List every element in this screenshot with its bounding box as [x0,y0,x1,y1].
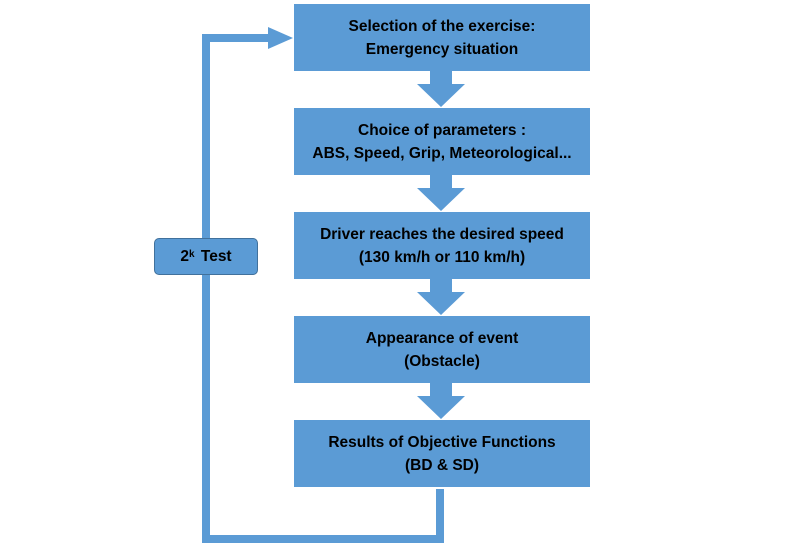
down-arrow-3 [417,279,465,315]
step-title: Driver reaches the desired speed [320,225,564,243]
down-arrow-4 [417,383,465,419]
feedback-loop-line [202,34,444,543]
step-detail: Emergency situation [365,40,519,58]
step-objective-results: Results of Objective Functions (BD & SD) [294,420,590,487]
feedback-loop-arrowhead [268,27,293,49]
loop-label-base: 2 [180,247,189,265]
step-detail: (BD & SD) [404,456,480,474]
step-title: Choice of parameters : [358,121,526,139]
step-event-appearance: Appearance of event (Obstacle) [294,316,590,383]
down-arrow-2 [417,175,465,211]
step-title: Appearance of event [365,329,519,347]
step-desired-speed: Driver reaches the desired speed (130 km… [294,212,590,279]
loop-label-exponent: k [189,249,195,260]
loop-label-text: Test [200,247,232,265]
step-title: Selection of the exercise: [348,17,536,35]
down-arrow-1 [417,71,465,107]
step-detail: ABS, Speed, Grip, Meteorological... [312,144,572,162]
step-detail: (Obstacle) [404,352,480,370]
step-exercise-selection: Selection of the exercise: Emergency sit… [294,4,590,71]
step-parameter-choice: Choice of parameters : ABS, Speed, Grip,… [294,108,590,175]
step-title: Results of Objective Functions [328,433,556,451]
step-detail: (130 km/h or 110 km/h) [358,248,526,266]
